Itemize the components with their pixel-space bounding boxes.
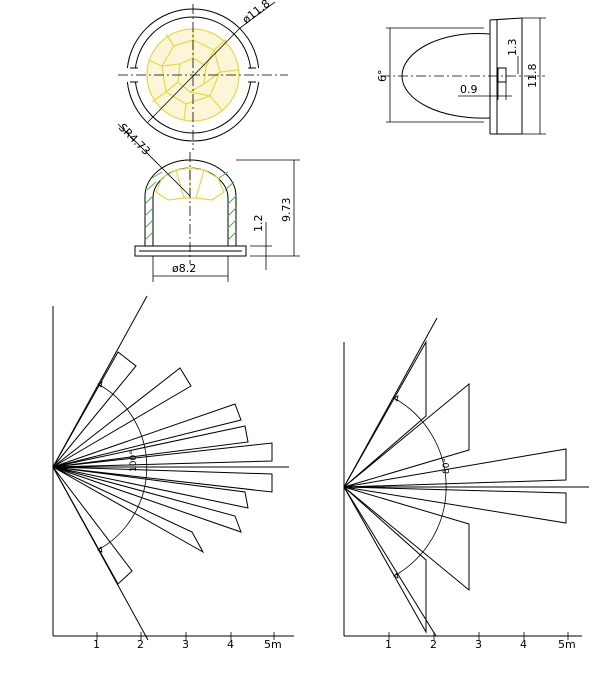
coverage-left-tick-2: 2	[137, 638, 144, 651]
coverage-right-ticks: 1 2 3 4 5m	[385, 632, 576, 651]
side-view: 6° 11.8 1.3 0.9	[376, 17, 546, 135]
side-gap-label: 0.9	[460, 83, 478, 96]
sphere-radius-label: SR4.73	[116, 121, 153, 158]
coverage-right-zones	[343, 340, 567, 634]
coverage-left-ticks: 1 2 3 4 5m	[93, 632, 282, 651]
coverage-left-zones	[52, 351, 273, 585]
coverage-right-tick-1: 1	[385, 638, 392, 651]
side-flange-label: 1.3	[506, 39, 519, 57]
coverage-left-angle-label: 100°	[129, 450, 139, 472]
top-view: ø11.8	[118, 0, 288, 150]
coverage-left-tick-1: 1	[93, 638, 100, 651]
coverage-right-tick-2: 2	[430, 638, 437, 651]
side-height-label: 11.8	[526, 64, 539, 89]
coverage-right: 80° 1 2 3 4 5m	[343, 317, 589, 651]
coverage-left-tick-3: 3	[182, 638, 189, 651]
front-section: SR4.73 9.73 1.2 ø8.2	[116, 121, 300, 282]
dome-wall-hatch	[144, 171, 237, 241]
coverage-left-tick-5: 5m	[264, 638, 282, 651]
side-angle-label: 6°	[376, 70, 389, 83]
base-diameter-label: ø8.2	[172, 262, 196, 275]
flange-height-label: 1.2	[252, 215, 265, 233]
outer-diameter-label: ø11.8	[240, 0, 273, 26]
coverage-right-tick-3: 3	[475, 638, 482, 651]
coverage-right-tick-5: 5m	[558, 638, 576, 651]
coverage-left-tick-4: 4	[227, 638, 234, 651]
coverage-right-angle-label: 80°	[442, 458, 452, 474]
coverage-left: 100° 1 2 3 4 5m	[52, 295, 294, 651]
coverage-right-tick-4: 4	[520, 638, 527, 651]
dome-height-label: 9.73	[280, 198, 293, 223]
